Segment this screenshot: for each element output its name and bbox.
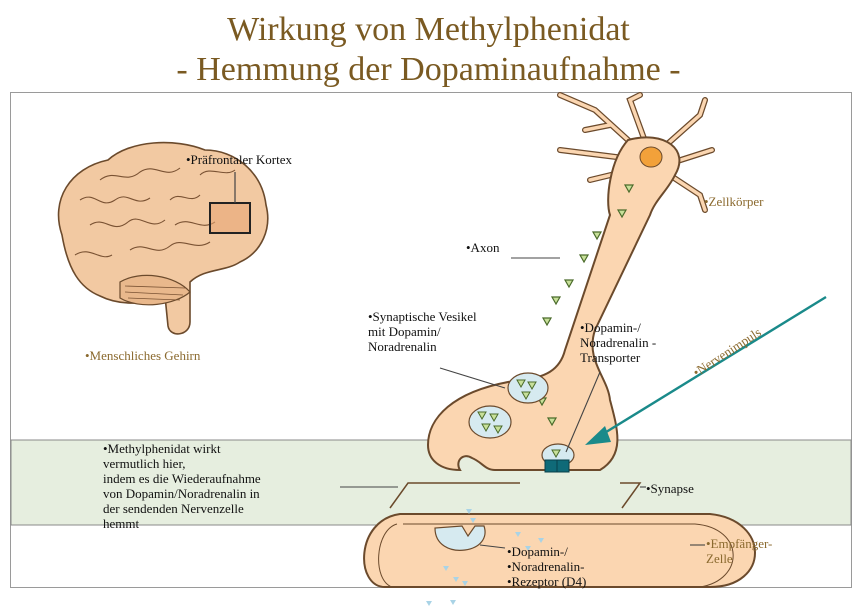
- brain-illustration: [59, 143, 268, 334]
- transporter: [545, 460, 569, 472]
- cortex-box: [210, 203, 250, 233]
- label-cell-body: •Zellkörper: [704, 194, 763, 209]
- label-methylphenidate: •Methylphenidat wirkt vermutlich hier, i…: [103, 441, 261, 531]
- label-axon: •Axon: [466, 240, 499, 255]
- vesicle-1: [508, 373, 548, 403]
- label-synaptic-vesicle: •Synaptische Vesikel mit Dopamin/ Noradr…: [368, 309, 477, 354]
- nucleus: [640, 147, 662, 167]
- label-synapse: •Synapse: [646, 481, 694, 496]
- label-transporter: •Dopamin-/ Noradrenalin - Transporter: [580, 320, 656, 365]
- label-human-brain: •Menschliches Gehirn: [85, 348, 200, 363]
- label-receptor: •Dopamin-/ •Noradrenalin- •Rezeptor (D4): [507, 544, 586, 589]
- vesicle-2: [469, 406, 511, 438]
- label-receiver-cell: •Empfänger- Zelle: [706, 536, 772, 566]
- neuron-illustration: [428, 95, 712, 472]
- label-prefrontal-cortex: •Präfrontaler Kortex: [186, 152, 292, 167]
